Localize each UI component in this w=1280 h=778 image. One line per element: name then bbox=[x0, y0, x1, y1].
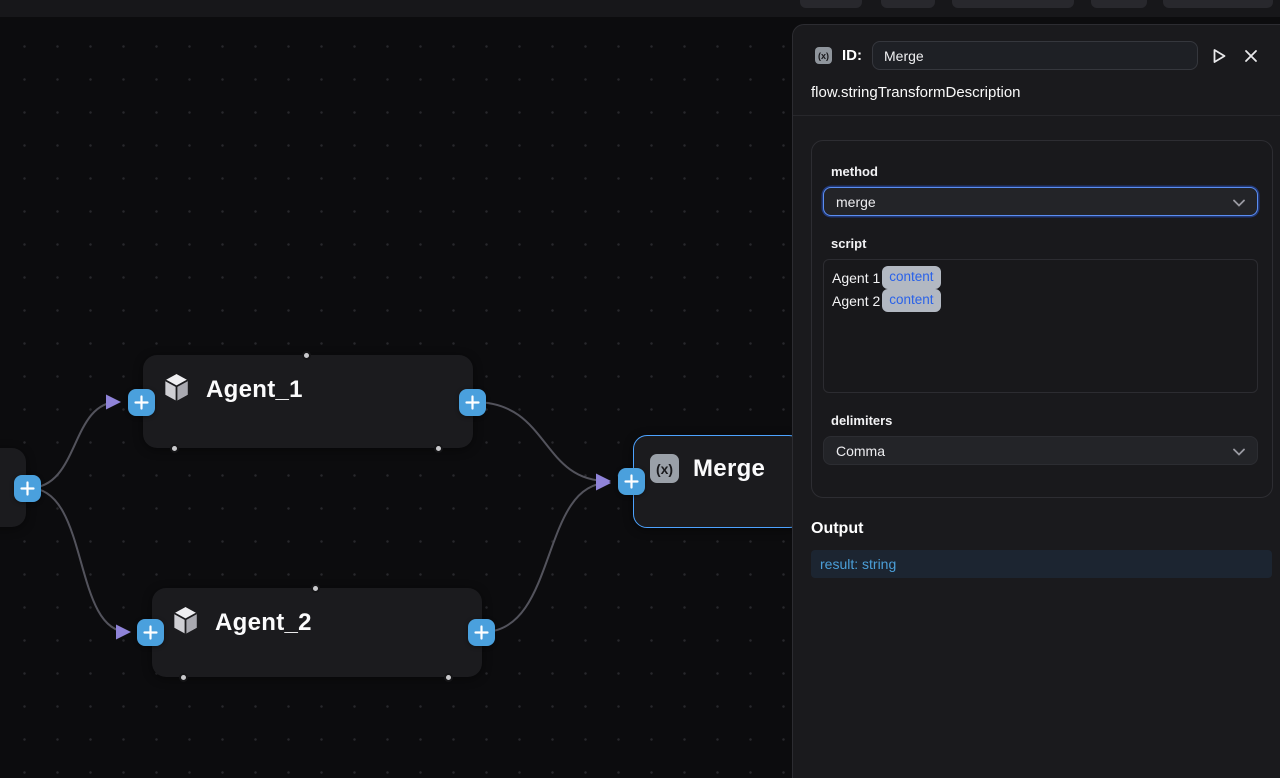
delimiters-select[interactable]: Comma bbox=[823, 436, 1258, 465]
connection-handle-dot[interactable] bbox=[444, 673, 453, 682]
script-text: Agent 2 bbox=[832, 292, 881, 309]
method-select[interactable]: merge bbox=[823, 187, 1258, 216]
cube-icon bbox=[172, 606, 199, 640]
script-line: Agent 1 content bbox=[832, 266, 1249, 289]
cube-icon bbox=[163, 373, 190, 407]
add-node-button[interactable] bbox=[459, 389, 486, 416]
node-merge[interactable]: (x) Merge bbox=[633, 435, 803, 528]
toolbar-button[interactable] bbox=[881, 0, 935, 8]
variable-badge[interactable]: content bbox=[882, 289, 941, 312]
method-value: merge bbox=[836, 193, 876, 210]
edge bbox=[28, 394, 121, 489]
connection-handle-dot[interactable] bbox=[302, 351, 311, 360]
add-node-button[interactable] bbox=[14, 475, 41, 502]
add-node-button[interactable] bbox=[137, 619, 164, 646]
connection-handle-dot[interactable] bbox=[311, 584, 320, 593]
chevron-down-icon bbox=[1233, 194, 1245, 210]
parameters-card: method merge script Agent 1 content Agen… bbox=[811, 140, 1273, 498]
script-editor[interactable]: Agent 1 content Agent 2 content bbox=[823, 259, 1258, 393]
top-toolbar bbox=[0, 0, 1280, 17]
edge bbox=[28, 487, 131, 640]
run-icon[interactable] bbox=[1208, 45, 1230, 67]
node-config-panel: (x) ID: flow.stringTransformDescription … bbox=[792, 24, 1280, 778]
add-node-button[interactable] bbox=[468, 619, 495, 646]
output-title: Output bbox=[811, 520, 864, 537]
node-agent-1[interactable]: Agent_1 bbox=[143, 355, 473, 448]
fx-icon: (x) bbox=[815, 47, 832, 64]
edge bbox=[482, 475, 611, 633]
id-label: ID: bbox=[842, 47, 862, 64]
node-agent-2[interactable]: Agent_2 bbox=[152, 588, 482, 677]
connection-handle-dot[interactable] bbox=[434, 444, 443, 453]
add-node-button[interactable] bbox=[128, 389, 155, 416]
delimiters-label: delimiters bbox=[831, 413, 893, 428]
output-result: result: string bbox=[811, 550, 1272, 578]
chevron-down-icon bbox=[1233, 443, 1245, 459]
connection-handle-dot[interactable] bbox=[179, 673, 188, 682]
variable-badge[interactable]: content bbox=[882, 266, 941, 289]
script-text: Agent 1 bbox=[832, 269, 881, 286]
toolbar-button[interactable] bbox=[800, 0, 862, 8]
connection-handle-dot[interactable] bbox=[170, 444, 179, 453]
script-line: Agent 2 content bbox=[832, 289, 1249, 312]
fx-icon: (x) bbox=[650, 454, 679, 483]
add-node-button[interactable] bbox=[618, 468, 645, 495]
method-label: method bbox=[831, 164, 878, 179]
toolbar-button[interactable] bbox=[952, 0, 1074, 8]
script-label: script bbox=[831, 236, 867, 251]
panel-header: (x) ID: bbox=[793, 25, 1280, 78]
toolbar-button[interactable] bbox=[1163, 0, 1273, 8]
node-id-input[interactable] bbox=[872, 41, 1198, 70]
toolbar-button[interactable] bbox=[1091, 0, 1147, 8]
node-title: Merge bbox=[693, 454, 766, 482]
node-description: flow.stringTransformDescription bbox=[793, 78, 1280, 116]
node-title: Agent_2 bbox=[215, 609, 312, 636]
delimiters-value: Comma bbox=[836, 442, 886, 459]
close-icon[interactable] bbox=[1240, 45, 1262, 67]
edge bbox=[473, 401, 611, 489]
node-title: Agent_1 bbox=[206, 376, 303, 403]
